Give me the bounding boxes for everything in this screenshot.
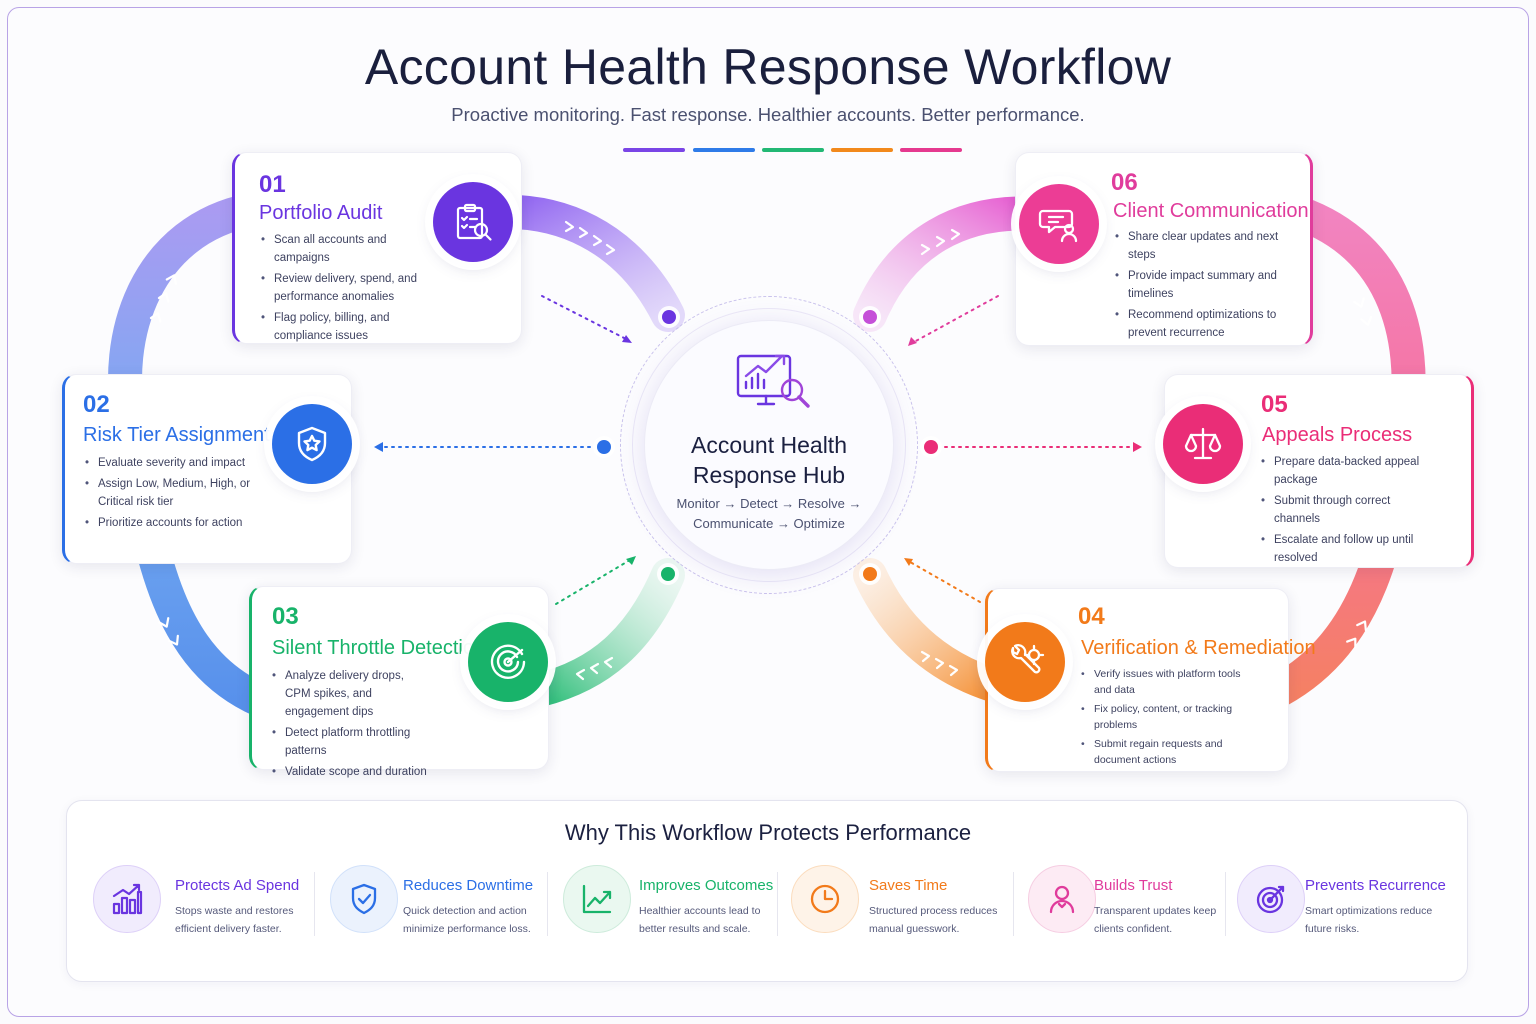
step-number: 06 <box>1111 169 1138 196</box>
bullet: Prepare data-backed appeal package <box>1261 453 1431 489</box>
step-number: 02 <box>83 391 110 418</box>
benefit-title: Improves Outcomes <box>639 877 774 894</box>
step-bullets: Share clear updates and next steps Provi… <box>1115 228 1280 345</box>
step-bullets: Scan all accounts and campaigns Review d… <box>261 231 433 348</box>
hub-title: Account Health Response Hub <box>644 430 894 490</box>
divider-green <box>762 148 824 152</box>
bullet: Flag policy, billing, and compliance iss… <box>261 309 433 345</box>
benefit-separator <box>777 872 778 936</box>
clock-icon <box>791 865 859 933</box>
step-bullets: Evaluate severity and impact Assign Low,… <box>85 454 255 535</box>
arc-hub-step3 <box>523 558 685 707</box>
chevrons <box>149 220 1373 681</box>
divider-purple <box>623 148 685 152</box>
step-title: Portfolio Audit <box>259 202 383 224</box>
scales-icon <box>1163 404 1243 484</box>
step-number: 01 <box>259 171 286 198</box>
hub-dashed-ring <box>620 296 918 594</box>
step-title: Appeals Process <box>1262 424 1413 446</box>
benefit-desc: Smart optimizations reduce future risks. <box>1305 905 1433 935</box>
divider-orange <box>831 148 893 152</box>
dotted-connectors <box>381 295 1135 605</box>
hub-flow: Monitor → Detect → Resolve → Communicate… <box>664 494 874 534</box>
bullet: Detect platform throttling patterns <box>272 724 432 760</box>
hub-inner-ring <box>632 308 906 582</box>
benefit-desc: Healthier accounts lead to better result… <box>639 905 761 935</box>
user-icon <box>1028 865 1096 933</box>
trend-up-icon <box>563 865 631 933</box>
bullet: Scan all accounts and campaigns <box>261 231 433 267</box>
benefit-title: Builds Trust <box>1094 877 1173 894</box>
step-card-client-communication: 06 Client Communication Share clear upda… <box>1015 152 1313 346</box>
page-title: Account Health Response Workflow <box>364 39 1172 95</box>
step-title: Verification & Remediation <box>1081 637 1316 659</box>
connector-arrowheads <box>374 335 1142 566</box>
bullet: Recommend optimizations to prevent recur… <box>1115 306 1280 342</box>
hub-flow-line1: Monitor → Detect → Resolve → <box>676 496 862 511</box>
clipboard-search-icon <box>433 182 513 262</box>
shield-check-icon <box>330 865 398 933</box>
bullet: Share clear updates and next steps <box>1115 228 1280 264</box>
hub-dot-orange <box>863 567 877 581</box>
benefit-separator <box>547 872 548 936</box>
benefits-title: Why This Workflow Protects Performance <box>564 820 972 845</box>
target-icon <box>1237 865 1305 933</box>
benefit-desc: Structured process reduces manual guessw… <box>869 905 998 935</box>
shield-star-icon <box>272 404 352 484</box>
bullet: Escalate and follow up until resolved <box>1261 531 1431 567</box>
step-number: 04 <box>1078 603 1105 630</box>
bullet: Assign Low, Medium, High, or Critical ri… <box>85 475 255 511</box>
step-number: 03 <box>272 603 299 630</box>
bullet: Fix policy, content, or tracking problem… <box>1081 701 1251 733</box>
benefit-title: Saves Time <box>869 877 948 894</box>
bullet: Verify issues with platform tools and da… <box>1081 666 1251 698</box>
benefit-desc: Transparent updates keep clients confide… <box>1094 905 1217 935</box>
hub-dot-red <box>924 440 938 454</box>
bullet: Validate scope and duration <box>272 763 432 781</box>
benefit-title: Prevents Recurrence <box>1305 877 1446 894</box>
benefit-separator <box>1225 872 1226 936</box>
benefit-desc: Stops waste and restores efficient deliv… <box>175 905 294 935</box>
bullet: Provide impact summary and timelines <box>1115 267 1280 303</box>
step-bullets: Analyze delivery drops, CPM spikes, and … <box>272 667 432 784</box>
step-title: Silent Throttle Detection <box>272 637 486 659</box>
page-subtitle: Proactive monitoring. Fast response. Hea… <box>451 104 1085 125</box>
chat-user-icon <box>1019 184 1099 264</box>
wrench-gear-icon <box>985 622 1065 702</box>
bullet: Submit regain requests and document acti… <box>1081 736 1251 768</box>
benefit-separator <box>1013 872 1014 936</box>
bar-chart-icon <box>93 865 161 933</box>
bullet: Analyze delivery drops, CPM spikes, and … <box>272 667 432 721</box>
hub-dot-purple <box>662 310 676 324</box>
benefits-panel <box>66 800 1468 982</box>
step-card-silent-throttle: 03 Silent Throttle Detection Analyze del… <box>249 586 549 781</box>
divider-blue <box>693 148 755 152</box>
benefit-title: Reduces Downtime <box>403 877 534 894</box>
step-bullets: Prepare data-backed appeal package Submi… <box>1261 453 1431 570</box>
divider-pink <box>900 148 962 152</box>
hub-title-line2: Response Hub <box>692 462 846 488</box>
hub-dot-green <box>661 567 675 581</box>
benefit-desc: Quick detection and action minimize perf… <box>403 905 531 935</box>
hub-dot-pink <box>863 310 877 324</box>
hub-dot-blue <box>597 440 611 454</box>
benefit-separator <box>314 872 315 936</box>
bullet: Prioritize accounts for action <box>85 514 255 532</box>
step-number: 05 <box>1261 391 1288 418</box>
radar-icon <box>468 622 548 702</box>
bullet: Review delivery, spend, and performance … <box>261 270 433 306</box>
benefit-title: Protects Ad Spend <box>175 877 300 894</box>
step-title: Client Communication <box>1113 200 1309 222</box>
monitor-analytics-icon <box>736 354 810 408</box>
bullet: Submit through correct channels <box>1261 492 1431 528</box>
step-title: Risk Tier Assignment <box>83 424 270 446</box>
hub-circle <box>644 320 894 570</box>
hub-title-line1: Account Health <box>691 432 847 458</box>
step-bullets: Verify issues with platform tools and da… <box>1081 666 1251 771</box>
hub-flow-line2: Communicate → Optimize <box>693 516 845 531</box>
bullet: Evaluate severity and impact <box>85 454 255 472</box>
